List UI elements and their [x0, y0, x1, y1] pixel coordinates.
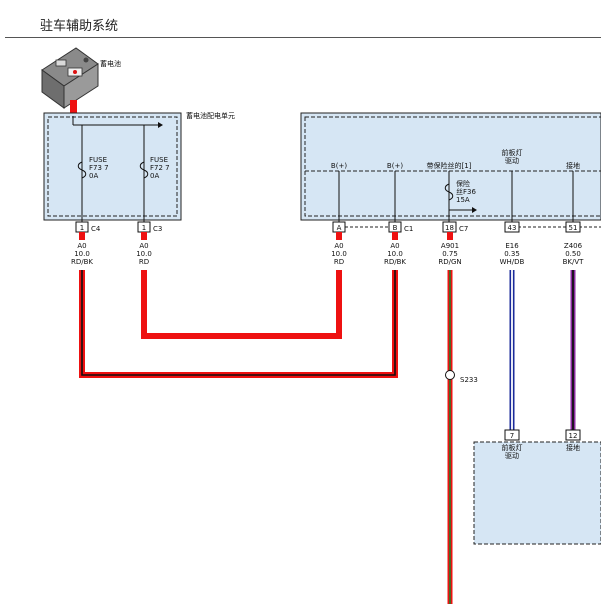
fuse-f72-icon — [139, 161, 149, 179]
page-title: 驻车辅助系统 — [40, 19, 119, 34]
module-pin-a-number: A — [337, 224, 342, 232]
module-pin-43-label: 前板灯 — [502, 148, 523, 157]
svg-text:BK/VT: BK/VT — [563, 258, 585, 266]
svg-text:A0: A0 — [139, 242, 148, 250]
fuse-f73-icon — [77, 161, 87, 179]
module-pin-18-conn: C7 — [459, 225, 468, 233]
lower-module-pin-12 — [565, 429, 581, 441]
svg-text:E16: E16 — [505, 242, 519, 250]
svg-text:0.35: 0.35 — [504, 250, 520, 258]
pdu-box — [43, 112, 182, 221]
svg-text:RD/BK: RD/BK — [384, 258, 406, 266]
fuse-f36-line3: 15A — [456, 196, 470, 204]
module-pin-51 — [565, 221, 581, 233]
module-pin-51-label: 接地 — [566, 161, 580, 170]
fuse-f36-line2: 丝F36 — [456, 187, 476, 196]
wire-label-w2: A0 10.0 RD — [136, 242, 152, 266]
module-pin-18-number: 18 — [445, 224, 454, 232]
fuse-f72-line2: F72 7 — [150, 164, 170, 172]
lower-module-pin-7-number: 7 — [510, 432, 514, 440]
svg-text:A0: A0 — [77, 242, 86, 250]
splice-s233-icon — [445, 370, 455, 380]
module-inner-border — [304, 116, 601, 217]
fuse-f36-arrow — [472, 207, 477, 213]
svg-text:RD/BK: RD/BK — [71, 258, 93, 266]
bus-arrow — [158, 122, 163, 128]
svg-text:WH/DB: WH/DB — [500, 258, 525, 266]
battery-lead — [70, 100, 77, 116]
module-pin-43-number: 43 — [508, 224, 517, 232]
module-pin-51-number: 51 — [569, 224, 578, 232]
module-pin-a-label: B(+) — [331, 162, 347, 170]
lower-module-pin-12-number: 12 — [569, 432, 578, 440]
fuse-f73-line1: FUSE — [89, 156, 107, 164]
lower-module-pin-7 — [504, 429, 520, 441]
wire-label-w3: A0 10.0 RD — [331, 242, 347, 266]
svg-text:0.75: 0.75 — [442, 250, 458, 258]
svg-text:Z406: Z406 — [564, 242, 583, 250]
wire-label-w4: A0 10.0 RD/BK — [384, 242, 406, 266]
module-pin-18-label: 带保险丝的[1] — [427, 161, 472, 170]
module-box — [300, 112, 601, 221]
svg-text:A0: A0 — [334, 242, 343, 250]
svg-text:RD: RD — [139, 258, 149, 266]
svg-text:RD/GN: RD/GN — [438, 258, 461, 266]
fuse-f73-line2: F73 7 — [89, 164, 109, 172]
module-pin-b-number: B — [393, 224, 398, 232]
lower-module-box — [473, 441, 601, 545]
fuse-f72-line3: 0A — [150, 172, 159, 180]
wire-label-w7: Z406 0.50 BK/VT — [563, 242, 585, 266]
svg-text:10.0: 10.0 — [331, 250, 347, 258]
lower-module-pin-7-label: 前板灯 — [502, 443, 523, 452]
fuse-f73-line3: 0A — [89, 172, 98, 180]
fuse-f72-line1: FUSE — [150, 156, 168, 164]
module-pin-43 — [504, 221, 520, 233]
module-pin-b-label: B(+) — [387, 162, 403, 170]
svg-text:10.0: 10.0 — [387, 250, 403, 258]
pdu-pin-c3-conn: C3 — [153, 225, 162, 233]
pdu-pin-c4-number: 1 — [80, 224, 84, 232]
svg-text:A0: A0 — [390, 242, 399, 250]
wire-label-w5: A901 0.75 RD/GN — [438, 242, 461, 266]
wire-label-w6: E16 0.35 WH/DB — [500, 242, 525, 266]
svg-text:10.0: 10.0 — [136, 250, 152, 258]
svg-text:RD: RD — [334, 258, 344, 266]
fuse-f36-icon — [444, 183, 454, 201]
battery-icon — [41, 47, 99, 109]
module-pin-b-conn: C1 — [404, 225, 413, 233]
pdu-label: 蓄电池配电单元 — [186, 111, 235, 120]
svg-text:A901: A901 — [441, 242, 459, 250]
lower-module-pin-12-label: 接地 — [566, 443, 580, 452]
wire-rdbk-c4-to-b — [79, 270, 398, 378]
pdu-pin-c3-number: 1 — [142, 224, 146, 232]
wire-label-w1: A0 10.0 RD/BK — [71, 242, 93, 266]
wire-rd-c3-to-a — [141, 270, 342, 339]
title-divider — [5, 37, 601, 38]
module-pin-43-label2: 驱动 — [505, 156, 519, 165]
svg-text:10.0: 10.0 — [74, 250, 90, 258]
lower-module-pin-7-label2: 驱动 — [505, 451, 519, 460]
splice-s233-label: S233 — [460, 376, 478, 384]
svg-text:0.50: 0.50 — [565, 250, 581, 258]
pdu-pin-c4-conn: C4 — [91, 225, 101, 233]
fuse-f36-line1: 保险 — [456, 179, 470, 188]
battery-label: 蓄电池 — [100, 59, 121, 68]
